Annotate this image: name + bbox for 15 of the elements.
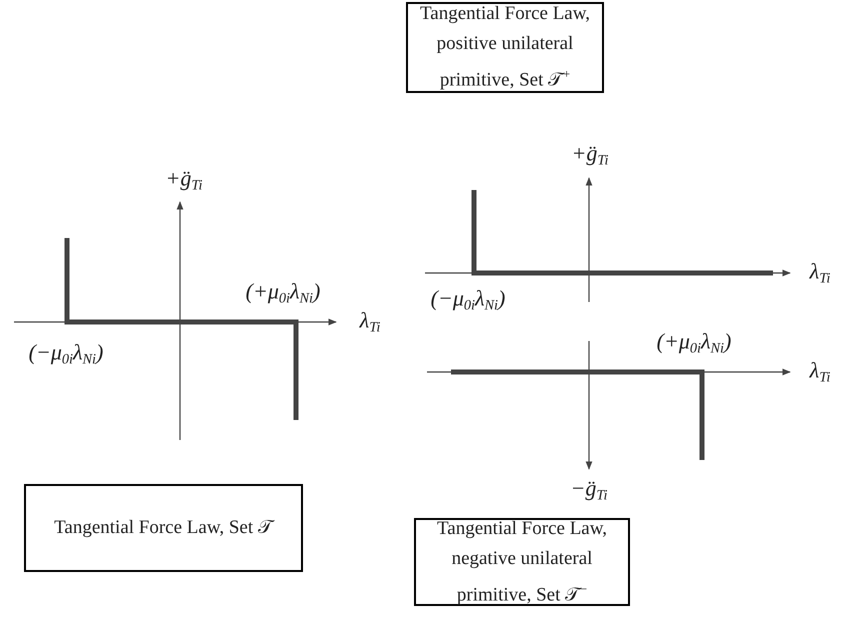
text-box [414,518,630,606]
box-text: Tangential Force Law, negative unilateral primitive, Set 𝒯$^{−}$ [436,516,608,608]
axis-label: −g̈$_{Ti}$ [570,475,608,505]
threshold-label: (+μ$_{0i}$λ$_{Ni}$) [656,328,732,358]
axis-label: λ$_{Ti}$ [810,357,830,387]
axis-label: +g̈$_{Ti}$ [166,165,202,195]
axis-label: λ$_{Ti}$ [810,258,830,288]
text-box [24,484,303,572]
threshold-label: (−μ$_{0i}$λ$_{Ni}$) [430,285,506,315]
threshold-label: (+μ$_{0i}$λ$_{Ni}$) [246,278,320,308]
axis-label: λ$_{Ti}$ [360,307,380,337]
threshold-label: (−μ$_{0i}$λ$_{Ni}$) [28,339,104,369]
box-text: Tangential Force Law, Set 𝒯 [54,516,273,540]
box-text: Tangential Force Law, positive unilateral primitive, Set 𝒯$^{+}$ [419,2,591,93]
axis-label: +g̈$_{Ti}$ [572,140,608,170]
